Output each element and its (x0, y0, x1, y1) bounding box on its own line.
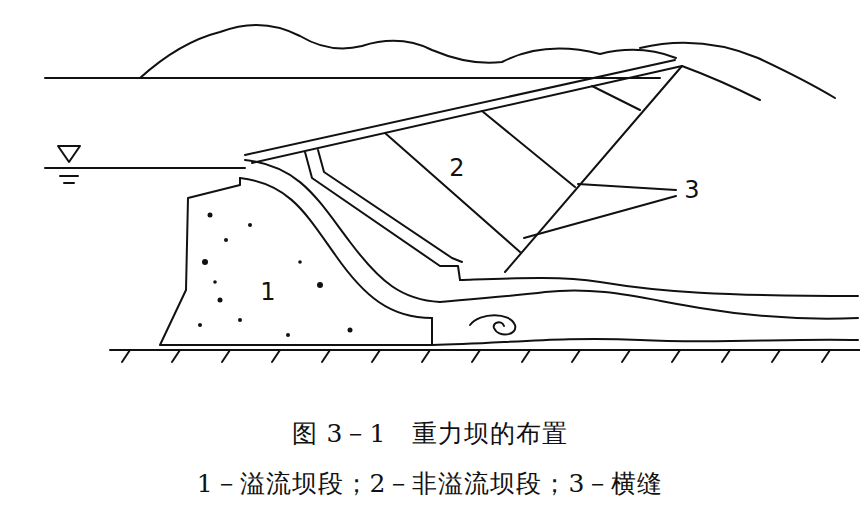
level-triangle (58, 146, 80, 162)
transverse-joint (385, 133, 520, 252)
guide-wall (305, 152, 460, 280)
leader-line (578, 184, 676, 190)
figure-caption: 图 3－1 重力坝的布置 (292, 419, 569, 449)
ground-line (110, 349, 860, 351)
mountain-ridge (140, 25, 676, 78)
leader-line (524, 196, 676, 238)
abutment-line (505, 66, 682, 272)
river-bank (460, 278, 858, 296)
horizon-line (45, 77, 660, 79)
river-swirl (470, 315, 515, 334)
spillway (160, 150, 462, 345)
dam-crest-edge (252, 66, 682, 163)
hillside (682, 66, 760, 100)
water-surface (45, 167, 245, 169)
river-bed (432, 339, 858, 345)
transverse-joint (592, 86, 640, 110)
transverse-joint (482, 111, 575, 187)
foundation-hatch (110, 350, 860, 362)
mountains (45, 25, 835, 98)
guide-wall (318, 150, 462, 262)
ground-ticks (122, 350, 830, 362)
overflow-block (160, 178, 432, 345)
callout-number: 2 (446, 154, 467, 183)
callout-number: 3 (681, 176, 702, 205)
level-dash (60, 176, 78, 183)
dam-crest (245, 60, 675, 155)
water-level-symbol (45, 146, 245, 183)
callout-number: 1 (257, 278, 278, 307)
river (432, 278, 858, 345)
spillway-face (240, 178, 432, 318)
caption-key: 1－溢流坝段；2－非溢流坝段；3－横缝 (197, 469, 664, 499)
non-overflow-dam (245, 60, 760, 272)
dam-concrete-texture (198, 213, 353, 338)
